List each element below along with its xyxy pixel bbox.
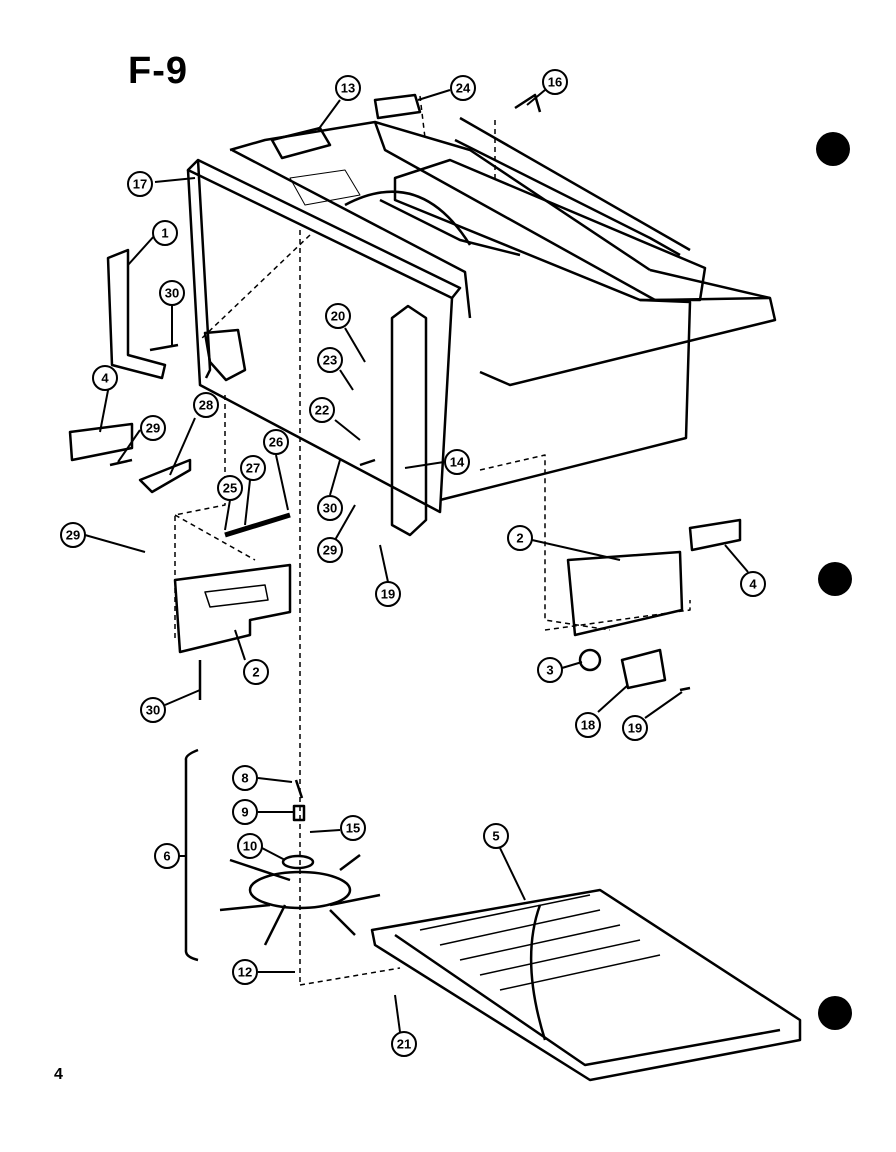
callout-29-b-label: 29 (66, 528, 80, 543)
callout-24 (417, 75, 476, 101)
callout-30-a-label: 30 (165, 286, 179, 301)
callout-19-b (622, 691, 683, 741)
figure-label: F-9 (128, 50, 188, 92)
fan-assembly-6 (219, 779, 381, 946)
callout-3 (537, 657, 583, 683)
binder-hole-middle (818, 562, 852, 596)
callout-30-a (159, 280, 185, 345)
callout-9-label: 9 (241, 805, 248, 820)
callout-19-a-label: 19 (381, 587, 395, 602)
callout-3-label: 3 (546, 663, 553, 678)
callout-16-label: 16 (548, 75, 562, 90)
callout-19-a (375, 544, 401, 607)
base-pan-5 (370, 888, 802, 1082)
callout-17 (127, 171, 196, 197)
callout-12 (232, 959, 295, 985)
callout-5-label: 5 (492, 829, 499, 844)
callout-30-b (140, 689, 201, 723)
callout-20-label: 20 (331, 309, 345, 324)
binder-hole-top (816, 132, 850, 166)
callout-29-c (317, 504, 356, 563)
callout-2-right (507, 525, 621, 561)
switch-18 (620, 648, 667, 690)
callout-26-label: 26 (269, 435, 283, 450)
callout-6-label: 6 (163, 849, 170, 864)
callout-30-c (317, 459, 343, 521)
callout-21-label: 21 (397, 1037, 411, 1052)
callout-18-label: 18 (581, 718, 595, 733)
page-number: 4 (54, 1066, 63, 1083)
part-16 (514, 93, 542, 113)
callout-28-label: 28 (199, 398, 213, 413)
callout-29-a-label: 29 (146, 421, 160, 436)
callout-2-right-label: 2 (516, 531, 523, 546)
callout-14 (404, 449, 470, 475)
callout-24-label: 24 (456, 81, 471, 96)
callout-15 (309, 815, 366, 841)
part-24 (373, 93, 422, 120)
callout-22-label: 22 (315, 403, 329, 418)
callout-14-label: 14 (450, 455, 465, 470)
callout-15-label: 15 (346, 821, 360, 836)
callout-23-label: 23 (323, 353, 337, 368)
chassis-assembly (186, 116, 777, 537)
callout-5 (483, 823, 526, 901)
callouts (60, 69, 766, 1057)
panel-2-left (173, 563, 292, 654)
callout-21 (391, 994, 417, 1057)
callout-13 (317, 75, 361, 131)
callout-12-label: 12 (238, 965, 252, 980)
assembly-guide-lines (174, 95, 691, 986)
callout-1 (127, 220, 178, 266)
callout-17-label: 17 (133, 177, 147, 192)
callout-6 (154, 843, 186, 869)
callout-8 (232, 765, 293, 791)
callout-4-right (724, 544, 766, 597)
callout-13-label: 13 (341, 81, 355, 96)
callout-20 (325, 303, 366, 363)
callout-2-left (234, 629, 269, 685)
callout-30-c-label: 30 (323, 501, 337, 516)
callout-10 (237, 833, 286, 861)
panel-4-right (688, 518, 742, 552)
part-13 (270, 126, 332, 160)
callout-29-c-label: 29 (323, 543, 337, 558)
callout-23 (317, 347, 354, 391)
panel-2-right (566, 550, 684, 637)
binder-hole-bottom (818, 996, 852, 1030)
callout-27 (240, 455, 266, 526)
callout-26 (263, 429, 289, 511)
callout-16 (526, 69, 568, 106)
callout-4-left (92, 365, 118, 433)
callout-30-b-label: 30 (146, 703, 160, 718)
callout-25-label: 25 (223, 481, 237, 496)
callout-4-left-label: 4 (101, 371, 109, 386)
bracket-1 (106, 248, 167, 380)
callout-25 (217, 475, 243, 531)
callout-29-b (60, 522, 146, 553)
callout-8-label: 8 (241, 771, 248, 786)
callout-29-a (117, 415, 166, 463)
callout-22 (309, 397, 361, 441)
callout-10-label: 10 (243, 839, 257, 854)
callout-28 (169, 392, 219, 476)
callout-9 (232, 799, 293, 825)
callout-19-b-label: 19 (628, 721, 642, 736)
callout-4-right-label: 4 (749, 577, 757, 592)
panel-4-left (68, 422, 134, 462)
knob-3 (578, 648, 602, 672)
callout-1-label: 1 (161, 226, 168, 241)
callout-18 (575, 684, 629, 738)
callout-27-label: 27 (246, 461, 260, 476)
callout-2-left-label: 2 (252, 665, 259, 680)
